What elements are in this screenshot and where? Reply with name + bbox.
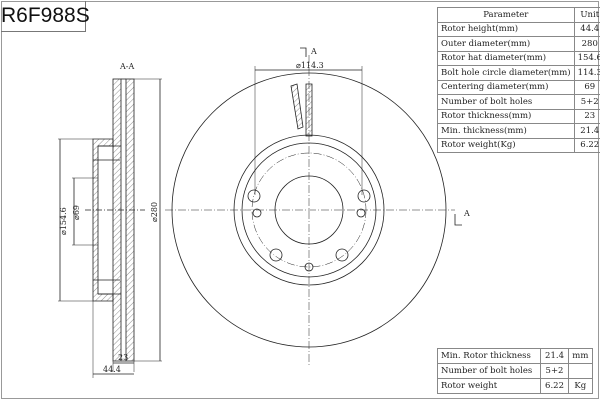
summary-unit xyxy=(567,363,594,379)
summary-value: 21.4 xyxy=(540,348,569,364)
param-value: 6.22 xyxy=(573,137,600,153)
front-view: ⌀114.3 A A xyxy=(165,47,470,365)
center-diameter-dimension: ⌀69 xyxy=(72,205,81,220)
height-dimension: 44.4 xyxy=(103,365,121,374)
param-label: Rotor weight(Kg) xyxy=(437,137,575,153)
section-label: A-A xyxy=(119,62,134,71)
part-number: R6F988S xyxy=(1,1,90,32)
table-row: Rotor weight(Kg)6.22 xyxy=(437,137,600,153)
param-label: Rotor height(mm) xyxy=(437,21,575,37)
summary-unit: mm xyxy=(567,348,594,364)
param-value: 114.3 xyxy=(573,65,600,81)
param-value: 44.4 xyxy=(573,21,600,37)
table-row: Outer diameter(mm)280 xyxy=(437,36,600,52)
param-label: Centering diameter(mm) xyxy=(437,79,575,95)
summary-label: Number of bolt holes xyxy=(436,363,542,379)
table-row: Rotor hat diameter(mm)154.6 xyxy=(437,50,600,66)
section-marker-top: A xyxy=(310,47,317,56)
summary-unit: Kg xyxy=(567,378,594,394)
bolt-circle-dimension: ⌀114.3 xyxy=(296,61,324,70)
table-row: Bolt hole circle diameter(mm)114.3 xyxy=(437,65,600,81)
table-row: Rotor height(mm)44.4 xyxy=(437,21,600,37)
param-value: 280 xyxy=(573,36,600,52)
summary-value: 6.22 xyxy=(540,378,569,394)
param-label: Rotor hat diameter(mm) xyxy=(437,50,575,66)
param-label: Number of bolt holes xyxy=(437,94,575,110)
param-value: 21.4 xyxy=(573,123,600,139)
outer-diameter-dimension: ⌀280 xyxy=(150,202,159,222)
header-parameter: Parameter xyxy=(437,7,575,23)
param-value: 154.6 xyxy=(573,50,600,66)
section-marker-right: A xyxy=(463,209,470,218)
spec-table: Parameter Unit Rotor height(mm)44.4 Oute… xyxy=(437,7,600,153)
hat-diameter-dimension: ⌀154.6 xyxy=(59,207,68,235)
table-row: Centering diameter(mm)69 xyxy=(437,79,600,95)
param-value: 23 xyxy=(573,108,600,124)
param-value: 69 xyxy=(573,79,600,95)
param-value: 5+2 xyxy=(573,94,600,110)
summary-label: Min. Rotor thickness xyxy=(436,348,542,364)
cooling-slots xyxy=(290,83,313,137)
header-unit: Unit xyxy=(573,7,600,23)
table-header: Parameter Unit xyxy=(437,7,600,23)
summary-label: Rotor weight xyxy=(436,378,542,394)
param-label: Bolt hole circle diameter(mm) xyxy=(437,65,575,81)
cross-section-view: A-A ⌀154.6 ⌀69 ⌀280 23 44.4 xyxy=(58,62,162,378)
param-label: Rotor thickness(mm) xyxy=(437,108,575,124)
thickness-dimension: 23 xyxy=(118,353,128,362)
bolt-holes xyxy=(247,189,371,272)
summary-value: 5+2 xyxy=(540,363,569,379)
table-row: Min. thickness(mm)21.4 xyxy=(437,123,600,139)
table-row: Rotor thickness(mm)23 xyxy=(437,108,600,124)
param-label: Outer diameter(mm) xyxy=(437,36,575,52)
param-label: Min. thickness(mm) xyxy=(437,123,575,139)
